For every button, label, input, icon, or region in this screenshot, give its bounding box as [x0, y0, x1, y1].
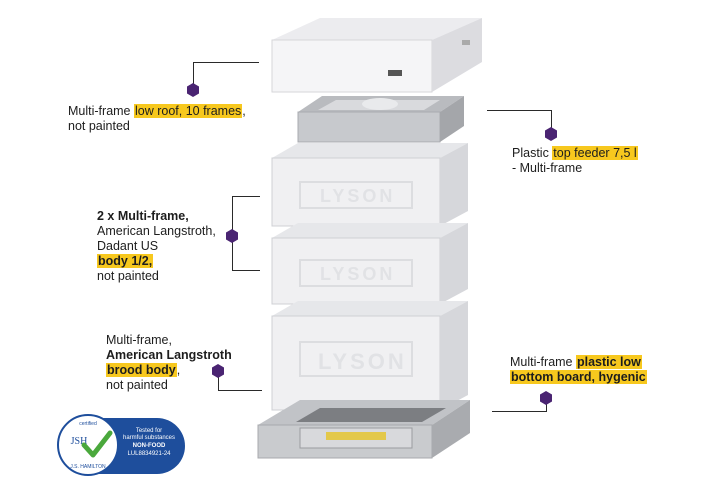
bottom-label: Multi-frame plastic low bottom board, hy…: [510, 355, 647, 385]
body-label-line3: Dadant US: [97, 239, 159, 253]
top-feeder: [297, 96, 464, 143]
brand-text-body1: LYSON: [320, 186, 396, 206]
badge-line3: NON-FOOD: [132, 443, 166, 449]
brand-text-brood: LYSON: [318, 349, 407, 374]
bottom-marker-icon: [540, 391, 552, 405]
bottom-connector-v: [546, 398, 547, 412]
bottom-label-highlight2: bottom board, hygenic: [510, 370, 647, 384]
body-label-highlight: body 1/2,: [97, 254, 154, 268]
seal-letters: JSH: [70, 436, 88, 447]
body-half-1: [271, 143, 468, 227]
body-connector-bottom: [232, 270, 260, 271]
bottom-label-prefix: Multi-frame: [510, 355, 576, 369]
brood-body: [271, 301, 468, 411]
roof-label-line2: not painted: [68, 119, 130, 133]
roof-label: Multi-frame low roof, 10 frames, not pai…: [68, 104, 246, 134]
roof-label-highlight: low roof, 10 frames: [133, 104, 243, 118]
feeder-label-line2: - Multi-frame: [512, 161, 583, 175]
certificate-seal: certified JSH J.S. HAMILTON: [57, 414, 119, 476]
badge-line1: Tested for: [135, 428, 163, 434]
roof: [271, 18, 482, 93]
brood-label: Multi-frame, American Langstroth brood b…: [106, 333, 232, 393]
feeder-connector-v: [551, 110, 552, 134]
badge-line4: LUL8834921-24: [127, 451, 171, 457]
feeder-connector-h: [487, 110, 551, 111]
feeder-label-highlight: top feeder 7,5 l: [552, 146, 638, 160]
brood-marker-icon: [212, 364, 224, 378]
roof-label-suffix: ,: [242, 104, 246, 118]
bottom-label-highlight1: plastic low: [575, 355, 642, 369]
brood-connector-v: [218, 371, 219, 391]
brood-label-suffix: ,: [176, 363, 181, 377]
body-half-2: [271, 223, 468, 305]
body-label-line2: American Langstroth,: [97, 224, 216, 238]
seal-bottom-text: J.S. HAMILTON: [70, 464, 106, 470]
brood-label-line2: American Langstroth: [106, 348, 232, 362]
roof-connector-v: [193, 62, 194, 88]
body-label: 2 x Multi-frame, American Langstroth, Da…: [97, 209, 216, 284]
roof-connector-h: [193, 62, 259, 63]
brood-connector-h: [218, 390, 262, 391]
body-connector-top: [232, 196, 260, 197]
roof-marker-icon: [187, 83, 199, 97]
bottom-board: [257, 400, 470, 459]
checkmark-icon: [81, 430, 113, 458]
seal-top-text: certified: [79, 421, 97, 427]
badge-line2: harmful substances: [122, 435, 176, 441]
brood-label-line4: not painted: [106, 378, 168, 392]
body-marker-icon: [226, 229, 238, 243]
brood-label-line1: Multi-frame,: [106, 333, 172, 347]
feeder-label-prefix: Plastic: [512, 146, 553, 160]
brand-text-body2: LYSON: [320, 264, 396, 284]
brood-label-highlight: brood body: [106, 363, 177, 377]
body-label-line5: not painted: [97, 269, 159, 283]
feeder-marker-icon: [545, 127, 557, 141]
bottom-connector-h: [492, 411, 547, 412]
certificate: Tested for harmful substances NON-FOOD L…: [57, 414, 187, 478]
roof-label-prefix: Multi-frame: [68, 104, 134, 118]
feeder-label: Plastic top feeder 7,5 l - Multi-frame: [512, 146, 638, 176]
body-label-line1: 2 x Multi-frame,: [97, 209, 189, 223]
